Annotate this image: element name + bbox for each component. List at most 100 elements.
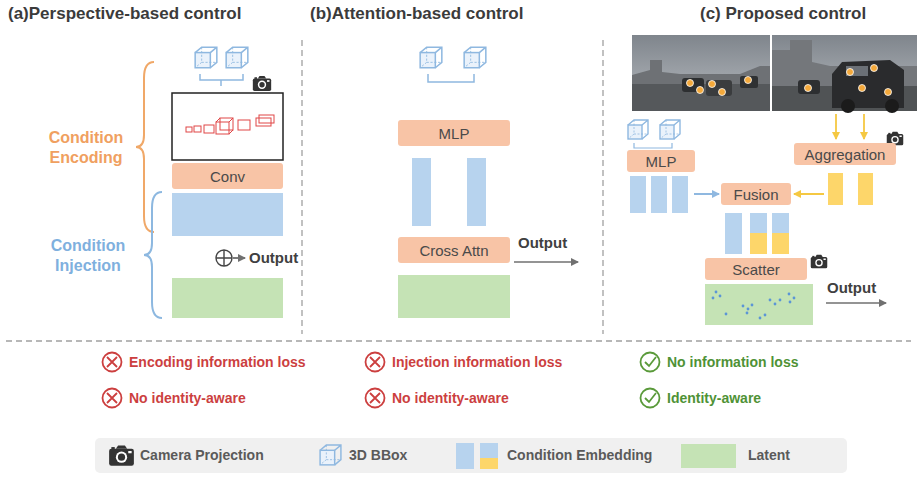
condition-embedding [672, 176, 688, 213]
braces [136, 62, 162, 318]
drawback-note: No identity-aware [129, 390, 246, 407]
condition-embedding [630, 176, 646, 213]
drawback-note: Injection information loss [392, 354, 562, 371]
projected-boxes-image [259, 115, 274, 123]
process-box: Scatter [705, 258, 807, 280]
camera-images [632, 35, 770, 111]
process-box: MLP [627, 150, 695, 172]
drawback-note: Encoding information loss [129, 354, 306, 371]
camera-images [632, 60, 770, 111]
cross-icon [103, 389, 122, 408]
latent-with-points [751, 304, 754, 307]
legend-panel [95, 438, 847, 473]
camera-images [706, 80, 732, 96]
legend-panel [480, 443, 498, 458]
output-arrow [514, 261, 578, 263]
cross-icon [103, 353, 122, 372]
cross-icon [107, 357, 117, 367]
latent-with-points [774, 303, 777, 306]
bbox-icons-a [253, 76, 271, 91]
bbox-icons-a [200, 74, 243, 86]
camera-images [885, 89, 892, 96]
camera-images [859, 85, 866, 92]
process-box: MLP [398, 120, 510, 146]
panel-separators [6, 340, 911, 341]
bbox-icons-b [420, 47, 442, 68]
camera-images [841, 99, 855, 113]
condition-embedding [467, 158, 486, 226]
latent-with-points [793, 297, 796, 300]
bbox-icons-b [420, 47, 486, 82]
projected-boxes-image [216, 118, 233, 134]
image-arrows [863, 114, 865, 139]
camera-images [798, 80, 820, 94]
projected-boxes-image [216, 122, 229, 134]
projected-boxes-image [204, 125, 214, 133]
camera-images [772, 35, 917, 111]
bbox-icons-c [660, 120, 680, 139]
fused-embeddings [725, 213, 789, 254]
bbox-icons-b [428, 74, 474, 82]
projected-boxes-image [172, 93, 283, 160]
panel-separators [602, 40, 603, 334]
latent-with-points [764, 314, 767, 317]
image-embedding [828, 173, 843, 205]
cross-icon [107, 393, 117, 403]
cross-icon [370, 393, 380, 403]
advantage-note: Identity-aware [667, 390, 761, 407]
camera-images [740, 76, 758, 88]
fused-embeddings [750, 213, 767, 233]
cross-icon [103, 353, 385, 408]
check-icon [645, 393, 656, 402]
fusion-arrow [694, 193, 719, 195]
latent-with-points [742, 305, 745, 308]
camera-icon [811, 255, 828, 269]
condition-embedding [651, 176, 667, 213]
add-symbol [216, 250, 232, 266]
latent-with-points [747, 308, 750, 311]
fused-embeddings [750, 233, 767, 254]
projected-boxes-image [186, 127, 192, 132]
camera-images [885, 99, 899, 113]
fused-embeddings [772, 213, 789, 233]
box-label: Conv [210, 169, 245, 184]
camera-images [632, 35, 917, 113]
panel-title: (a)Perspective-based control [8, 4, 241, 24]
camera-images [871, 65, 878, 72]
stage-label: Condition Injection [38, 236, 138, 276]
latent-with-points [789, 301, 792, 304]
camera-images [687, 80, 694, 87]
latent-with-points [769, 299, 772, 302]
bbox-icons-c [634, 143, 672, 148]
output-arrow [826, 302, 886, 304]
box-label: Scatter [732, 262, 780, 277]
projected-boxes-image [238, 120, 250, 130]
panel-separators [301, 40, 302, 334]
projected-boxes-image [194, 126, 201, 132]
cross-icon [370, 357, 380, 367]
latent-with-points [759, 317, 762, 320]
camera-images [632, 84, 770, 111]
latent-with-points [719, 295, 722, 298]
bbox-icons-c [628, 120, 680, 148]
projected-boxes-image [172, 93, 283, 160]
camera-images [805, 85, 812, 92]
latent-with-points [715, 291, 718, 294]
projected-boxes-image [186, 115, 274, 134]
process-box: Aggregation [794, 143, 896, 165]
latent-with-points [705, 284, 813, 325]
fusion-arrow [794, 193, 824, 195]
cross-icon [366, 389, 385, 408]
condition-embedding [412, 158, 431, 226]
latent-with-points [712, 297, 715, 300]
bbox-icons-c [628, 120, 648, 139]
legend-text: Latent [748, 447, 790, 464]
box-label: Fusion [733, 187, 778, 202]
camera-images [719, 89, 726, 96]
bbox-icons-a [226, 47, 248, 68]
check-icon [641, 353, 660, 372]
camera-images [847, 69, 854, 76]
camera-images [709, 81, 716, 88]
projected-boxes-image [256, 118, 271, 126]
